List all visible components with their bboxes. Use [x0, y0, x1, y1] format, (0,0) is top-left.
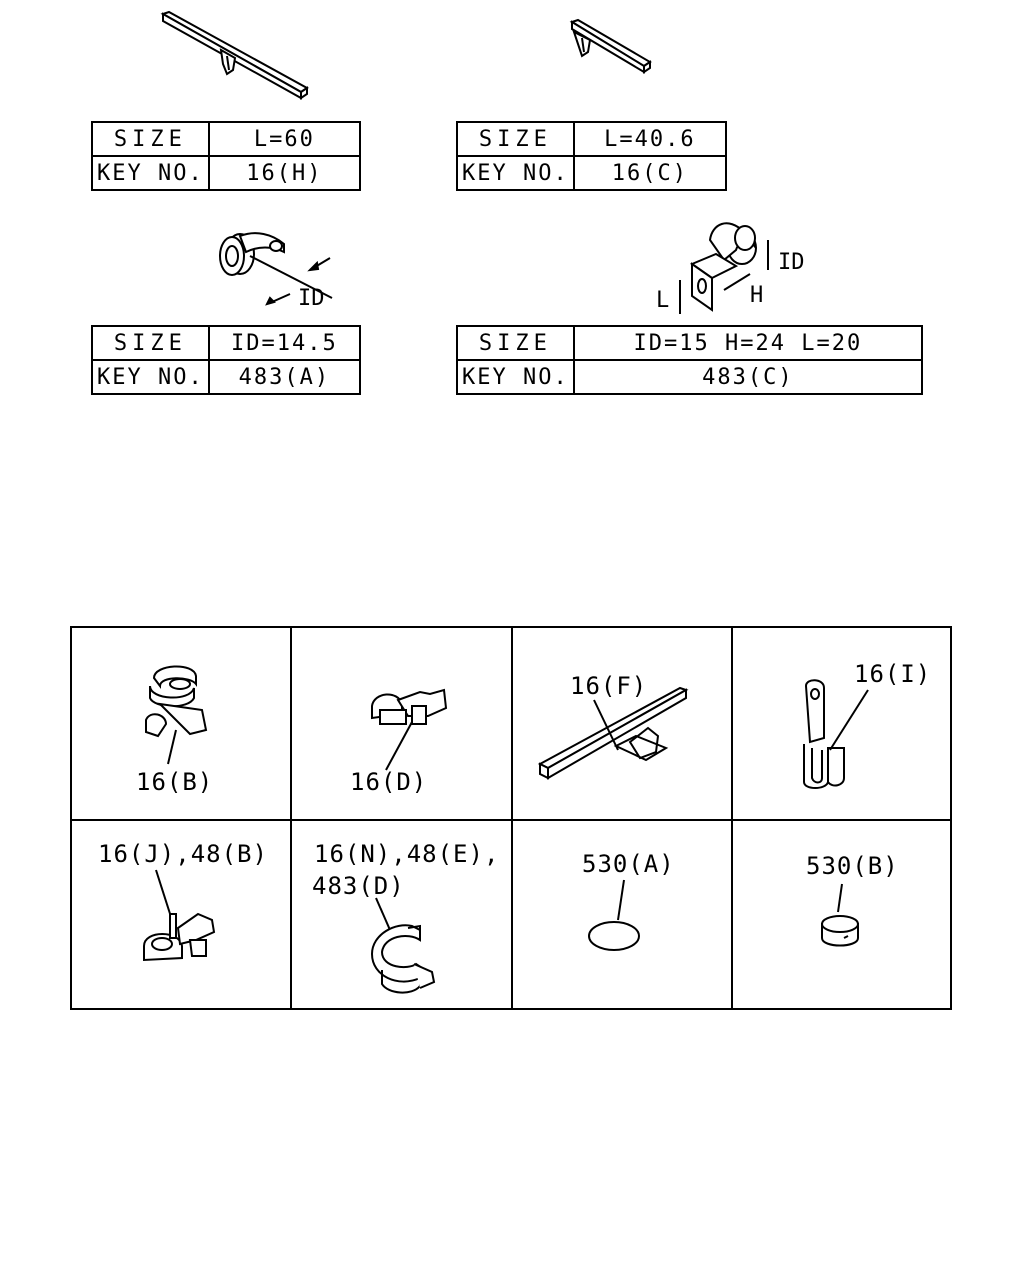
key-value: 483(C) [572, 359, 924, 395]
dimension-h-label: H [750, 283, 764, 308]
spec-table-483a: SIZE ID=14.5 KEY NO. 483(A) [91, 325, 362, 395]
clamp-483a-illustration [219, 232, 333, 306]
size-value: ID=15 H=24 L=20 [572, 325, 924, 361]
leader-line [155, 869, 173, 921]
size-value: L=60 [207, 121, 362, 157]
parts-grid: 16(B) 16(D) 16(F) 16(I [70, 626, 952, 1010]
size-label: SIZE [456, 121, 575, 157]
spec-table-483c: SIZE ID=15 H=24 L=20 KEY NO. 483(C) [456, 325, 924, 395]
dimension-l-label: L [656, 288, 670, 313]
clip-b-icon [145, 665, 208, 738]
dimension-id-label: ID [778, 250, 805, 275]
grid-cell-530b: 530(B) [732, 820, 952, 1010]
size-label: SIZE [91, 325, 210, 361]
clip-j-icon [143, 912, 216, 962]
key-label: KEY NO. [456, 155, 575, 191]
leader-line [829, 689, 869, 751]
grid-cell-16b: 16(B) [72, 628, 291, 820]
clip-n-icon [370, 924, 436, 994]
grid-cell-530a: 530(A) [512, 820, 732, 1010]
grid-lines [72, 628, 952, 1010]
key-label: KEY NO. [91, 155, 210, 191]
plug-a-icon [588, 921, 640, 951]
spec-table-16c: SIZE L=40.6 KEY NO. 16(C) [456, 121, 728, 191]
key-value: 16(C) [572, 155, 728, 191]
key-value: 483(A) [207, 359, 362, 395]
callout-16j-48b: 16(J),48(B) [98, 840, 268, 868]
grid-cell-16i: 16(I) [732, 628, 952, 820]
callout-16d: 16(D) [350, 768, 428, 796]
callout-530b: 530(B) [806, 852, 899, 880]
callout-483d-line2: 483(D) [312, 872, 405, 900]
leader-line [593, 699, 619, 751]
key-label: KEY NO. [456, 359, 575, 395]
grid-cell-16j-48b: 16(J),48(B) [72, 820, 291, 1010]
leader-line [837, 883, 843, 913]
plug-b-icon [821, 915, 859, 947]
size-label: SIZE [456, 325, 575, 361]
leader-line [385, 721, 413, 771]
bracket-483c-illustration [679, 222, 769, 314]
clip-16h-illustration [160, 10, 309, 100]
size-value: L=40.6 [572, 121, 728, 157]
grid-cell-16d: 16(D) [292, 628, 512, 820]
spec-table-16h: SIZE L=60 KEY NO. 16(H) [91, 121, 362, 191]
leader-line [167, 729, 177, 765]
callout-16f: 16(F) [570, 672, 648, 700]
clip-16c-illustration [569, 18, 652, 74]
callout-16b: 16(B) [136, 768, 214, 796]
callout-16i: 16(I) [854, 660, 932, 688]
leader-line [617, 879, 625, 921]
size-label: SIZE [91, 121, 210, 157]
key-label: KEY NO. [91, 359, 210, 395]
dimension-id-label: ID [298, 286, 325, 311]
callout-16n-48e-line1: 16(N),48(E), [314, 840, 500, 868]
grid-cell-16n-48e-483d: 16(N),48(E), 483(D) [292, 820, 512, 1010]
clip-i-icon [803, 679, 845, 789]
callout-530a: 530(A) [582, 850, 675, 878]
clip-f-icon [537, 686, 689, 780]
leader-line [375, 897, 391, 931]
size-value: ID=14.5 [207, 325, 362, 361]
clip-d-icon [371, 688, 448, 725]
key-value: 16(H) [207, 155, 362, 191]
grid-cell-16f: 16(F) [512, 628, 732, 820]
